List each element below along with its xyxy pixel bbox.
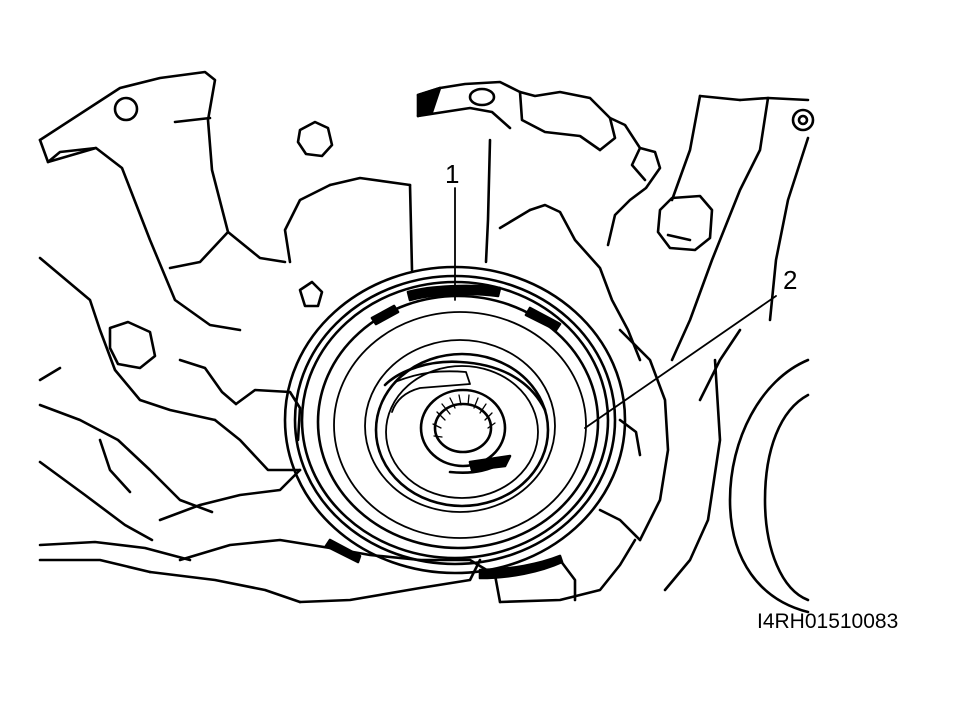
bearing-seal-assembly — [283, 265, 627, 580]
upper-mounting-boss — [283, 80, 617, 308]
right-housing-casting — [498, 94, 815, 614]
spiral-snap-ring — [383, 360, 547, 412]
seal-inner-edge — [333, 311, 587, 539]
callout-2-label: 2 — [783, 265, 797, 295]
bearing-race-outer — [374, 352, 550, 508]
needle-bearing-inner — [433, 402, 493, 454]
left-housing-casting — [38, 70, 287, 574]
seal-outer-edge — [316, 294, 600, 550]
bearing-race-inner — [385, 365, 539, 499]
snap-ring — [364, 339, 556, 513]
retainer-ring-inner — [300, 280, 610, 560]
needle-bearing-outer — [419, 388, 507, 468]
callout-1-label: 1 — [445, 159, 459, 189]
callout-2-leader — [584, 295, 777, 429]
lower-housing-casting — [148, 388, 637, 604]
needle-rollers — [432, 394, 496, 438]
retainer-ring-outer — [293, 274, 617, 566]
figure-id: I4RH01510083 — [757, 610, 898, 633]
